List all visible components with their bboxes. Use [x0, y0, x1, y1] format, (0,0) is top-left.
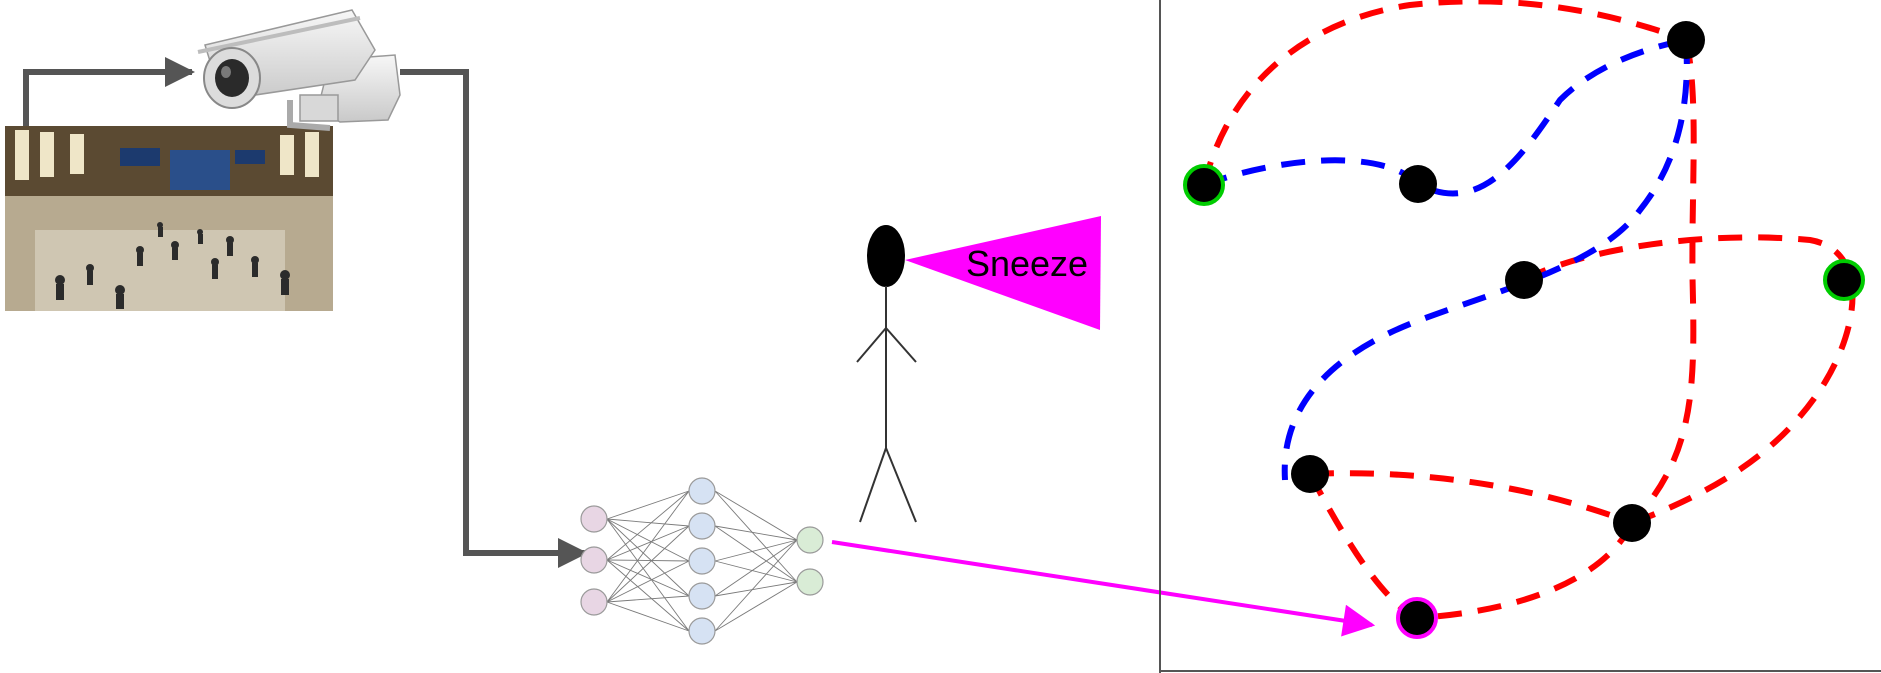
nn-edge [714, 560, 798, 583]
nn-edge [606, 559, 690, 632]
stick-figure-icon [856, 225, 917, 523]
nn-neuron [580, 546, 608, 574]
nn-edge [714, 539, 798, 562]
nn-neuron [580, 588, 608, 616]
nn-edge [606, 559, 690, 562]
nn-edge [606, 490, 690, 603]
waypoint-node [1399, 165, 1437, 203]
start-node [1183, 164, 1225, 206]
nn-edge [714, 490, 798, 541]
nn-edge [714, 525, 798, 583]
camera-to-network-arrow [400, 69, 588, 568]
nn-neuron [688, 512, 716, 540]
nn-edge [606, 490, 690, 520]
nn-edge [606, 518, 690, 632]
nn-edge [606, 559, 690, 597]
target-node [1396, 597, 1438, 639]
nn-neuron [796, 568, 824, 596]
map-frame [1159, 0, 1881, 673]
nn-edge [714, 539, 798, 632]
nn-edge [606, 518, 690, 562]
nn-neuron [688, 547, 716, 575]
nn-edge [606, 525, 690, 603]
crowd-photo [5, 126, 333, 311]
nn-edge [606, 525, 690, 561]
waypoint-node [1291, 455, 1329, 493]
output-arrow [831, 540, 1376, 637]
waypoint-nodes [1183, 21, 1865, 639]
neural-network-icon [580, 477, 824, 645]
red-dashed-paths [1201, 0, 1856, 621]
sneeze-cone: Sneeze [905, 216, 1101, 330]
nn-edge [606, 518, 690, 597]
blue-dashed-path [1202, 37, 1690, 481]
start-node [1823, 259, 1865, 301]
waypoint-node [1505, 261, 1543, 299]
nn-neuron [688, 477, 716, 505]
nn-edge [606, 560, 690, 603]
nn-edge [606, 490, 690, 561]
nn-edge [606, 518, 690, 527]
nn-neuron [580, 505, 608, 533]
nn-neuron [688, 582, 716, 610]
security-camera-icon [197, 9, 401, 131]
nn-edge [714, 490, 798, 583]
nn-neuron [796, 526, 824, 554]
sneeze-label: Sneeze [966, 243, 1088, 284]
nn-edge [714, 581, 798, 597]
nn-edge [714, 539, 798, 597]
nn-edge [714, 581, 798, 632]
waypoint-node [1613, 504, 1651, 542]
nn-edge [714, 525, 798, 541]
nn-edge [606, 601, 690, 632]
nn-edge [606, 595, 690, 603]
nn-neuron [688, 617, 716, 645]
waypoint-node [1667, 21, 1705, 59]
